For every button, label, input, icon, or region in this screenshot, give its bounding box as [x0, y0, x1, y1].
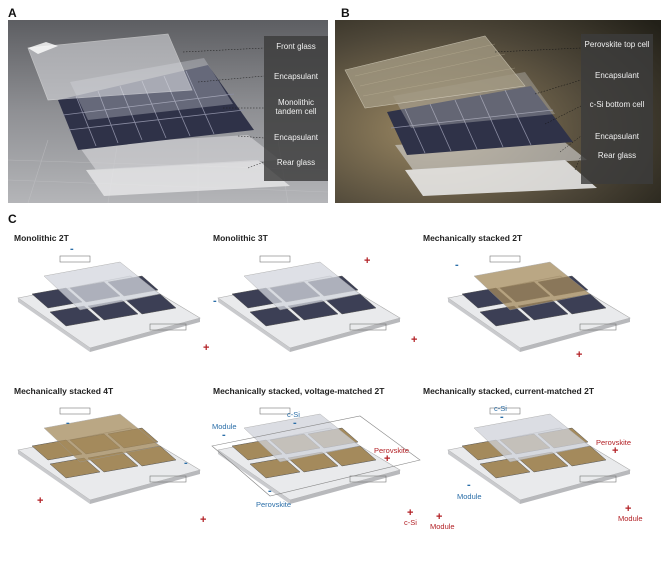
perovskite-label: Perovskite [596, 438, 632, 447]
panel-a-legend: Front glass Encapsulant Monolithic tande… [264, 36, 328, 181]
glass-edge [448, 450, 520, 504]
ribbon [259, 407, 291, 415]
glass-edge [290, 318, 400, 352]
minus-terminal: - [70, 243, 74, 255]
bottom-cell [49, 457, 101, 479]
diagram-mech-stacked-2t [447, 255, 631, 352]
glass-edge [448, 298, 520, 352]
module-label: Module [618, 514, 643, 523]
config-title: Mechanically stacked 4T [14, 386, 114, 396]
layer-label: Rear glass [597, 151, 637, 160]
ribbon [489, 407, 521, 415]
plus-terminal: + [203, 342, 210, 354]
glass-edge [218, 298, 290, 352]
diagram-monolithic-2t [17, 255, 201, 352]
glass-edge [90, 470, 200, 504]
plus-terminal: + [411, 334, 418, 346]
glass-edge [90, 318, 200, 352]
ribbon [149, 475, 187, 483]
bottom-cell [249, 305, 301, 327]
glass-edge [520, 318, 630, 352]
config-title: Mechanically stacked, current-matched 2T [423, 386, 595, 396]
config-title: Monolithic 3T [213, 233, 268, 243]
top-cell [473, 261, 591, 311]
bottom-cell [49, 305, 101, 327]
panel-c-letter: C [8, 212, 17, 226]
minus-terminal: - [184, 457, 188, 469]
layer-label: Encapsulant [273, 72, 319, 81]
minus-terminal: - [455, 259, 459, 271]
top-cell [243, 261, 361, 311]
diagram-voltage-matched-2t [211, 407, 421, 504]
glass-edge [520, 470, 630, 504]
layer-label: Encapsulant [594, 132, 640, 141]
top-cell [473, 413, 591, 463]
layer-label: c-Si bottom cell [589, 100, 645, 109]
bottom-cell [249, 457, 301, 479]
perovskite-label: Perovskite [374, 446, 410, 455]
top-cell [43, 413, 161, 463]
module-label: Module [457, 492, 482, 501]
module-label: Module [430, 522, 455, 531]
bottom-cell [479, 305, 531, 327]
plus-terminal: + [612, 445, 619, 457]
panel-b-legend: Perovskite top cell Encapsulant c-Si bot… [581, 34, 653, 184]
bottom-cell [479, 457, 531, 479]
csi-label: c-Si [404, 518, 417, 527]
plus-terminal: + [407, 507, 414, 519]
config-title: Mechanically stacked, voltage-matched 2T [213, 386, 385, 396]
panel-a-letter: A [8, 6, 17, 20]
ribbon [149, 323, 187, 331]
plus-terminal: + [37, 495, 44, 507]
module-label: Module [212, 422, 237, 431]
plus-terminal: + [436, 511, 443, 523]
layer-label: Front glass [276, 42, 316, 51]
minus-terminal: - [293, 417, 297, 429]
diagram-monolithic-3t [217, 255, 401, 352]
layer-label: Rear glass [276, 158, 316, 167]
top-cell [43, 261, 161, 311]
minus-terminal: - [222, 429, 226, 441]
minus-terminal: - [66, 417, 70, 429]
glass-edge [18, 298, 90, 352]
ribbon [59, 255, 91, 263]
panel-b-exploded-view: Perovskite top cell Encapsulant c-Si bot… [335, 20, 661, 203]
layer-label: Perovskite top cell [584, 40, 650, 49]
config-title: Mechanically stacked 2T [423, 233, 523, 243]
ribbon [349, 323, 387, 331]
diagram-current-matched-2t [447, 407, 631, 504]
config-title: Monolithic 2T [14, 233, 69, 243]
ribbon [59, 407, 91, 415]
minus-terminal: - [268, 485, 272, 497]
glass-edge [18, 450, 90, 504]
csi-label: c-Si [494, 404, 507, 413]
panel-b-letter: B [341, 6, 350, 20]
layer-label: Encapsulant [594, 71, 640, 80]
panel-a-exploded-view: Front glass Encapsulant Monolithic tande… [8, 20, 328, 203]
diagram-mech-stacked-4t [17, 407, 201, 504]
minus-terminal: - [467, 479, 471, 491]
perovskite-label: Perovskite [256, 500, 292, 509]
glass-edge [290, 470, 400, 504]
ribbon [579, 475, 617, 483]
module-outline [211, 415, 421, 497]
plus-terminal: + [625, 503, 632, 515]
top-cell [243, 413, 361, 463]
csi-label: c-Si [287, 410, 300, 419]
minus-terminal: - [500, 411, 504, 423]
plus-terminal: + [200, 514, 207, 526]
minus-terminal: - [213, 295, 217, 307]
plus-terminal: + [576, 349, 583, 361]
glass-edge [218, 450, 290, 504]
layer-label: Encapsulant [273, 133, 319, 142]
ribbon [489, 255, 521, 263]
ribbon [259, 255, 291, 263]
plus-terminal: + [384, 453, 391, 465]
ribbon [579, 323, 617, 331]
ribbon [349, 475, 387, 483]
layer-label: Monolithic tandem cell [275, 98, 317, 116]
plus-terminal: + [364, 255, 371, 267]
